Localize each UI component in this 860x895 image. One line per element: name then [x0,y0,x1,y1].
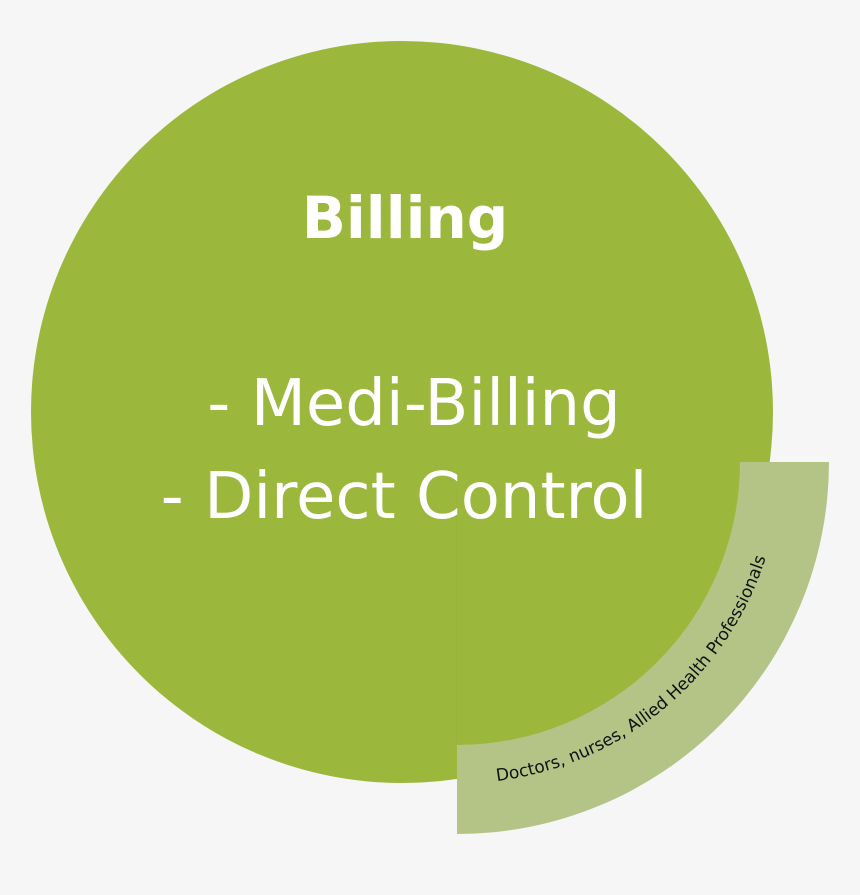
billing-circle [31,41,773,783]
item-direct-control: - Direct Control [161,460,648,534]
diagram-title: Billing [302,184,509,252]
audience-band [457,462,829,834]
item-medi-billing: - Medi-Billing [207,367,620,441]
